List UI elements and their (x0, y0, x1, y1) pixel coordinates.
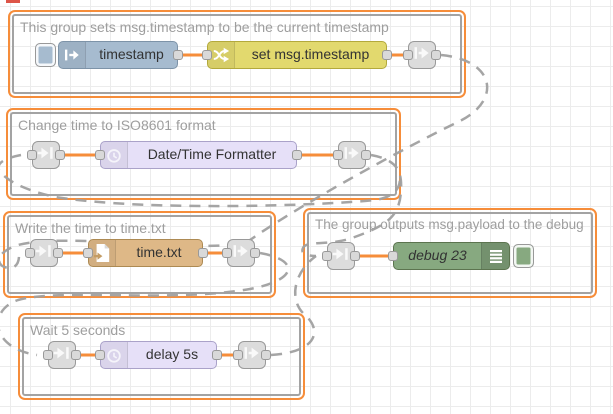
debug-list-icon (481, 243, 509, 269)
link-in-node[interactable] (27, 141, 65, 169)
node-label: delay 5s (145, 346, 199, 362)
output-port[interactable] (71, 350, 81, 360)
input-port[interactable] (83, 248, 93, 258)
group-label: This group sets msg.timestamp to be the … (20, 19, 389, 35)
timer-icon (101, 342, 128, 368)
output-port[interactable] (212, 350, 222, 360)
output-port[interactable] (250, 248, 260, 258)
group-label: Change time to ISO8601 format (18, 117, 216, 133)
output-port[interactable] (55, 150, 65, 160)
input-port[interactable] (333, 150, 343, 160)
input-port[interactable] (222, 248, 232, 258)
input-port[interactable] (403, 50, 413, 60)
change-node[interactable]: set msg.timestamp (202, 41, 392, 69)
group-label: The group outputs msg.payload to the deb… (315, 217, 584, 232)
link-out-node[interactable] (403, 41, 441, 69)
inject-arrow-icon (59, 42, 86, 68)
link-in-icon (36, 143, 56, 168)
link-out-icon (342, 143, 362, 168)
offscreen-edge-marker (6, 0, 20, 3)
node-label: Date/Time Formatter (147, 146, 277, 162)
output-port[interactable] (350, 251, 360, 261)
output-port[interactable] (173, 50, 183, 60)
output-port[interactable] (361, 150, 371, 160)
input-port[interactable] (25, 248, 35, 258)
inject-button[interactable] (35, 43, 56, 67)
file-node[interactable]: time.txt (83, 239, 208, 267)
inject-node[interactable]: timestamp (35, 41, 183, 69)
node-label: time.txt (136, 244, 182, 260)
link-in-icon (34, 241, 54, 266)
timer-icon (101, 142, 128, 168)
debug-node[interactable]: debug 23 (388, 242, 534, 270)
file-out-icon (89, 240, 116, 266)
input-port[interactable] (322, 251, 332, 261)
link-in-node[interactable] (43, 341, 81, 369)
datetime-formatter-node[interactable]: Date/Time Formatter (95, 141, 302, 169)
link-out-icon (242, 343, 262, 368)
link-out-node[interactable] (333, 141, 371, 169)
link-in-icon (52, 343, 72, 368)
input-port[interactable] (27, 150, 37, 160)
shuffle-icon (208, 42, 235, 68)
input-port[interactable] (388, 251, 398, 261)
delay-node[interactable]: delay 5s (95, 341, 222, 369)
link-out-node[interactable] (233, 341, 271, 369)
group-label: Write the time to time.txt (15, 220, 166, 236)
input-port[interactable] (95, 350, 105, 360)
output-port[interactable] (198, 248, 208, 258)
debug-toggle-button[interactable] (513, 244, 534, 268)
output-port[interactable] (382, 50, 392, 60)
group-label: Wait 5 seconds (30, 322, 126, 338)
node-label: set msg.timestamp (251, 46, 370, 62)
link-out-node[interactable] (222, 239, 260, 267)
input-port[interactable] (233, 350, 243, 360)
node-label: timestamp (99, 46, 164, 62)
output-port[interactable] (431, 50, 441, 60)
link-in-node[interactable] (25, 239, 63, 267)
link-out-icon (231, 241, 251, 266)
input-port[interactable] (95, 150, 105, 160)
node-label: debug 23 (408, 247, 467, 263)
output-port[interactable] (261, 350, 271, 360)
output-port[interactable] (53, 248, 63, 258)
link-out-icon (412, 43, 432, 68)
link-in-node[interactable] (322, 242, 360, 270)
output-port[interactable] (292, 150, 302, 160)
input-port[interactable] (202, 50, 212, 60)
link-in-icon (331, 244, 351, 269)
input-port[interactable] (43, 350, 53, 360)
